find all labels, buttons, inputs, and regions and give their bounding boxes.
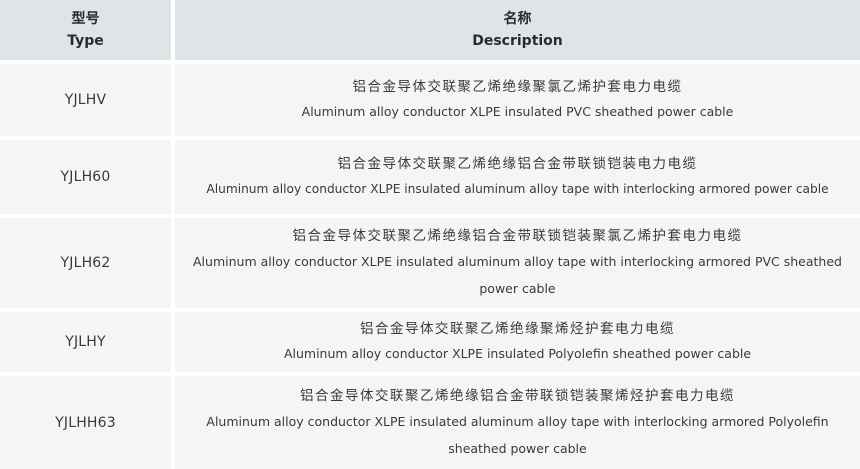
- table-row-type: YJLHH63: [0, 376, 171, 469]
- description-en: Aluminum alloy conductor XLPE insulated …: [193, 254, 842, 296]
- header-type-en: Type: [67, 33, 104, 49]
- table-row-description: 铝合金导体交联聚乙烯绝缘铝合金带联锁铠装电力电缆 Aluminum alloy …: [175, 140, 860, 214]
- table-row-description: 铝合金导体交联聚乙烯绝缘聚氯乙烯护套电力电缆 Aluminum alloy co…: [175, 64, 860, 136]
- column-divider: [171, 140, 175, 214]
- description-cn: 铝合金导体交联聚乙烯绝缘铝合金带联锁铠装聚氯乙烯护套电力电缆: [292, 228, 743, 244]
- header-description-cell: 名称 Description: [175, 0, 860, 60]
- column-divider: [171, 376, 175, 469]
- description-cn: 铝合金导体交联聚乙烯绝缘铝合金带联锁铠装聚烯烃护套电力电缆: [300, 387, 735, 404]
- column-divider: [171, 64, 175, 136]
- table-row-type: YJLHY: [0, 312, 171, 372]
- header-description-en: Description: [472, 33, 563, 49]
- description-en: Aluminum alloy conductor XLPE insulated …: [206, 413, 829, 456]
- table-row-description: 铝合金导体交联聚乙烯绝缘聚烯烃护套电力电缆 Aluminum alloy con…: [175, 312, 860, 372]
- type-code: YJLH62: [60, 255, 111, 271]
- column-divider: [171, 218, 175, 308]
- header-type-cn: 型号: [71, 11, 100, 27]
- description-en: Aluminum alloy conductor XLPE insulated …: [283, 346, 752, 361]
- table-row-type: YJLH62: [0, 218, 171, 308]
- header-type-cell: 型号 Type: [0, 0, 171, 60]
- header-description-cn: 名称: [503, 11, 532, 27]
- description-cn: 铝合金导体交联聚乙烯绝缘聚氯乙烯护套电力电缆: [352, 79, 683, 95]
- description-en: Aluminum alloy conductor XLPE insulated …: [206, 182, 829, 196]
- type-code: YJLHY: [65, 334, 106, 350]
- description-en: Aluminum alloy conductor XLPE insulated …: [301, 104, 734, 119]
- table-row-type: YJLHV: [0, 64, 171, 136]
- description-cn: 铝合金导体交联聚乙烯绝缘聚烯烃护套电力电缆: [360, 321, 675, 337]
- table-row-description: 铝合金导体交联聚乙烯绝缘铝合金带联锁铠装聚烯烃护套电力电缆 Aluminum a…: [175, 376, 860, 469]
- column-divider: [171, 312, 175, 372]
- column-divider: [171, 0, 175, 60]
- type-code: YJLHV: [64, 92, 107, 108]
- type-code: YJLHH63: [55, 414, 116, 431]
- table-row-description: 铝合金导体交联聚乙烯绝缘铝合金带联锁铠装聚氯乙烯护套电力电缆 Aluminum …: [175, 218, 860, 308]
- table-row-type: YJLH60: [0, 140, 171, 214]
- description-cn: 铝合金导体交联聚乙烯绝缘铝合金带联锁铠装电力电缆: [337, 156, 698, 172]
- type-code: YJLH60: [60, 169, 111, 185]
